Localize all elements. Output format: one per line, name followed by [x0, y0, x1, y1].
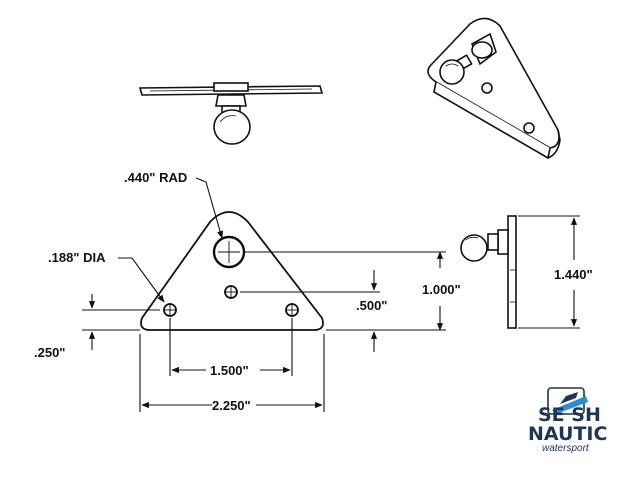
logo-text-sub: watersport — [542, 443, 590, 454]
isometric-view — [427, 17, 561, 160]
brand-logo: SE SH NAUTIC watersport — [528, 387, 607, 454]
rad-label: .440" RAD — [124, 170, 187, 185]
top-view — [138, 82, 324, 145]
height-side-label: 1.440" — [554, 267, 593, 282]
front-view — [140, 211, 324, 331]
height-mid-label: .500" — [356, 298, 387, 313]
hole-spacing-label: 1.500" — [210, 363, 249, 378]
dimension-lines — [82, 177, 580, 412]
overall-width-label: 2.250" — [212, 398, 251, 413]
logo-text-main: NAUTIC — [528, 423, 607, 445]
height-total-label: 1.000" — [422, 282, 461, 297]
side-view — [460, 215, 517, 329]
base-offset-label: .250" — [34, 345, 65, 360]
dia-label: .188" DIA — [48, 250, 106, 265]
logo-text-top: SE SH — [538, 404, 601, 426]
boat-icon — [547, 387, 588, 415]
